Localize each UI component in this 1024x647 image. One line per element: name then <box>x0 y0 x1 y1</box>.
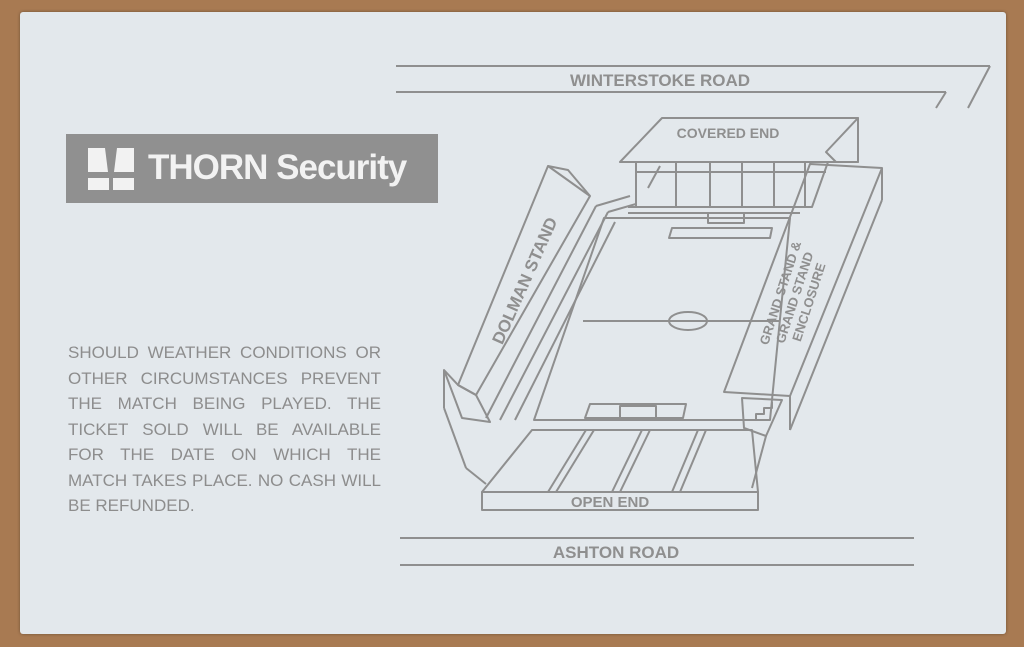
winterstoke-road <box>396 65 991 109</box>
open-end-stand <box>481 429 759 511</box>
covered-end-label: COVERED END <box>677 125 780 141</box>
sponsor-banner: THORN Security <box>66 134 438 203</box>
covered-end-stand <box>619 117 859 214</box>
ticket <box>20 12 1006 634</box>
open-end-label: OPEN END <box>571 494 650 511</box>
sponsor-name: THORN Security <box>148 148 407 187</box>
pitch <box>533 212 791 421</box>
grand-stand <box>723 163 883 489</box>
weather-notice: SHOULD WEATHER CONDITIONS OR OTHER CIRCU… <box>68 343 381 515</box>
thorn-logo-icon <box>88 148 134 190</box>
dolman-stand-label: DOLMAN STAND <box>489 214 562 347</box>
dolman-stand <box>443 165 637 485</box>
road-top-label: WINTERSTOKE ROAD <box>570 71 750 90</box>
ashton-road <box>400 537 914 566</box>
road-bottom-label: ASHTON ROAD <box>553 543 679 562</box>
